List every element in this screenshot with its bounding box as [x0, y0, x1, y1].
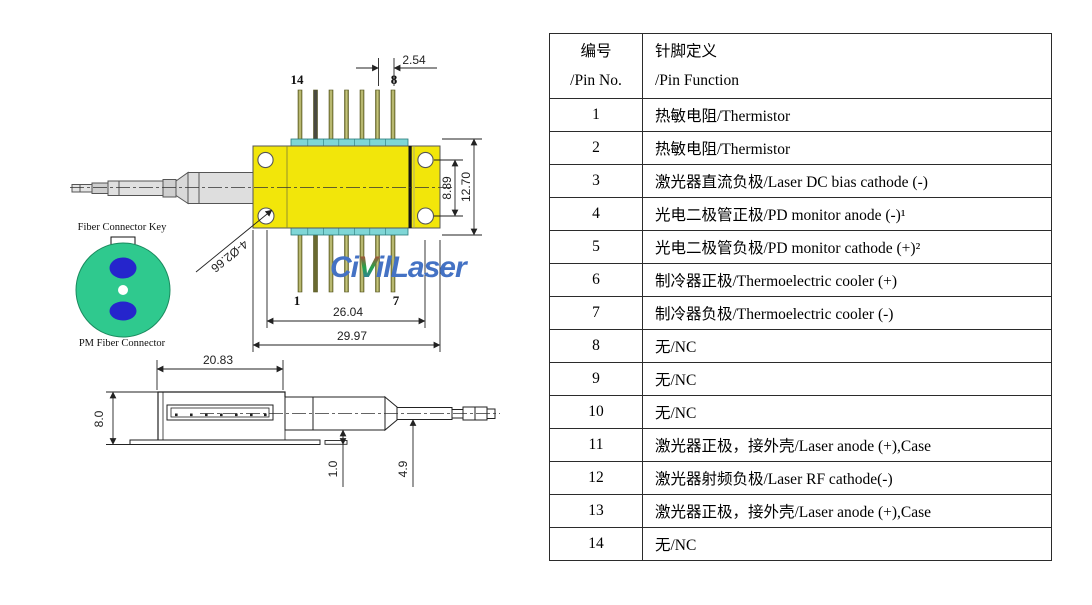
- dim-right: [434, 138, 482, 236]
- pin-function: 热敏电阻/Thermistor: [642, 98, 1052, 132]
- header-pin-no-zh: 编号: [580, 43, 612, 60]
- pin-function: 制冷器负极/Thermoelectric cooler (-): [642, 296, 1052, 330]
- pin-number: 13: [549, 494, 643, 528]
- side-body: [129, 391, 348, 445]
- pin-number: 2: [549, 131, 643, 165]
- pin-function: 光电二极管正极/PD monitor anode (-)¹: [642, 197, 1052, 231]
- pin-function: 激光器直流负极/Laser DC bias cathode (-): [642, 164, 1052, 198]
- dim-flange-text: 1.0: [326, 460, 340, 477]
- pin-label-14: 14: [291, 72, 305, 87]
- header-pin-no-en: /Pin No.: [570, 72, 622, 89]
- pin-function: 制冷器正极/Thermoelectric cooler (+): [642, 263, 1052, 297]
- pin-number: 5: [549, 230, 643, 264]
- stress-rod: [109, 257, 137, 279]
- watermark-logo: CiVilLaser: [330, 251, 469, 284]
- pin-function: 无/NC: [642, 362, 1052, 396]
- leader-holes: 4-Ø2.66: [195, 209, 273, 275]
- mount-hole: [416, 207, 435, 225]
- dim-holes-text: 4-Ø2.66: [208, 237, 251, 275]
- stress-rod: [109, 301, 137, 321]
- slot-pin-ticks: [175, 413, 267, 417]
- pin-function: 无/NC: [642, 329, 1052, 363]
- dim-bottom: [252, 230, 441, 352]
- dim-height-text: 12.70: [459, 172, 473, 202]
- laser-package-drawing: 14 8 1 7 2.54 8.89 12.70: [70, 53, 500, 487]
- pin-number: 7: [549, 296, 643, 330]
- pin-number: 4: [549, 197, 643, 231]
- pin-number: 14: [549, 527, 643, 561]
- package-body: [252, 145, 441, 229]
- top-view: 14 8 1 7 2.54 8.89 12.70: [70, 53, 482, 352]
- dim-hole-width-text: 26.04: [333, 305, 363, 319]
- pin-function: 激光器正极，接外壳/Laser anode (+),Case: [642, 494, 1052, 528]
- dim-length: [156, 360, 284, 390]
- pin-number: 8: [549, 329, 643, 363]
- pin-function: 无/NC: [642, 395, 1052, 429]
- header-pin-fn-zh: 针脚定义: [655, 43, 718, 60]
- mount-hole: [257, 151, 274, 169]
- dim-pitch: [356, 58, 437, 86]
- pin-number: 12: [549, 461, 643, 495]
- dim-hole-span-text: 8.89: [440, 176, 454, 200]
- watermark-post: ilLaser: [376, 251, 469, 284]
- table-header-row: 编号 /Pin No. 针脚定义 /Pin Function: [549, 33, 1052, 99]
- fiber-core: [118, 285, 128, 295]
- pin-row-slot: [166, 404, 274, 421]
- pin-function: 激光器正极，接外壳/Laser anode (+),Case: [642, 428, 1052, 462]
- pin-number: 11: [549, 428, 643, 462]
- pin-number: 10: [549, 395, 643, 429]
- pin-function: 热敏电阻/Thermistor: [642, 131, 1052, 165]
- dim-pitch-text: 2.54: [402, 53, 426, 67]
- pin-function: 激光器射频负极/Laser RF cathode(-): [642, 461, 1052, 495]
- dim-snout-text: 4.9: [396, 460, 410, 477]
- dim-snout-height: [400, 419, 420, 487]
- pin-function: 无/NC: [642, 527, 1052, 561]
- header-pin-fn-en: /Pin Function: [655, 72, 739, 89]
- mount-hole: [417, 151, 434, 169]
- side-view: 20.83: [92, 353, 500, 487]
- dim-height-side: [106, 391, 160, 445]
- weld-line: [408, 146, 412, 228]
- dim-width-text: 29.97: [337, 329, 367, 343]
- fiber-snout-top: [71, 171, 254, 205]
- dim-length-text: 20.83: [203, 353, 233, 367]
- header-pin-no: 编号 /Pin No.: [549, 33, 643, 99]
- pin-label-1: 1: [294, 293, 301, 308]
- pin-function: 光电二极管负极/PD monitor cathode (+)²: [642, 230, 1052, 264]
- watermark-pre: Ci: [330, 251, 360, 284]
- pin-number: 6: [549, 263, 643, 297]
- dim-height-side-text: 8.0: [92, 410, 106, 427]
- connector-view: Fiber Connector Key PM Fiber Connector: [75, 222, 171, 349]
- pin-number: 1: [549, 98, 643, 132]
- pin-number: 3: [549, 164, 643, 198]
- top-pins: [297, 89, 396, 141]
- pin-number: 9: [549, 362, 643, 396]
- connector-key-label: Fiber Connector Key: [78, 222, 167, 233]
- header-pin-function: 针脚定义 /Pin Function: [642, 33, 1052, 99]
- connector-caption: PM Fiber Connector: [79, 338, 166, 349]
- pin-label-7: 7: [393, 293, 400, 308]
